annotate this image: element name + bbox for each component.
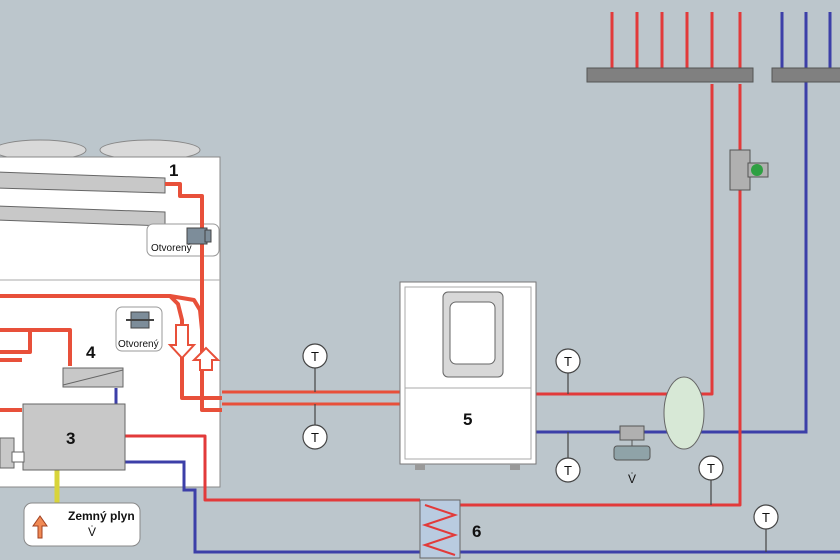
flow-arrows xyxy=(167,324,221,371)
flow-meter-icon xyxy=(613,425,651,461)
circulation-pump xyxy=(729,149,769,191)
gas-flow-symbol: V̇ xyxy=(88,525,96,539)
temp-sensors xyxy=(302,343,779,552)
component-1-label: 1 xyxy=(169,161,178,180)
component-3-box xyxy=(22,403,126,471)
gas-inlet-box xyxy=(23,502,141,547)
component-6-label: 6 xyxy=(472,522,481,541)
valve-box-lower xyxy=(115,306,163,352)
hot-manifold xyxy=(586,67,754,83)
valve-upper-icon xyxy=(186,227,212,245)
gas-label: Zemný plyn xyxy=(68,509,135,523)
component-4-label: 4 xyxy=(86,343,96,362)
hot-pipes xyxy=(0,12,742,507)
temp-label-4: T xyxy=(564,463,572,478)
component-6-coil xyxy=(421,504,459,556)
component-3-label: 3 xyxy=(66,429,75,448)
component-5-label: 5 xyxy=(463,410,472,429)
temp-sensor-labels: T T T T T T xyxy=(311,349,770,525)
temp-label-5: T xyxy=(707,461,715,476)
valve-lower-icon xyxy=(126,311,154,329)
valve-upper-state: Otvorený xyxy=(151,243,192,254)
coil-upper xyxy=(0,171,166,194)
cold-manifold xyxy=(771,67,840,83)
meter-flow-symbol: V̇ xyxy=(628,472,636,486)
temp-label-3: T xyxy=(564,354,572,369)
temp-label-6: T xyxy=(762,510,770,525)
temp-label-2: T xyxy=(311,430,319,445)
gas-arrow-icon xyxy=(32,515,48,539)
cold-pipes xyxy=(114,12,840,554)
valve-lower-state: Otvorený xyxy=(118,339,159,350)
temp-label-1: T xyxy=(311,349,319,364)
buffer-tank xyxy=(663,376,705,450)
